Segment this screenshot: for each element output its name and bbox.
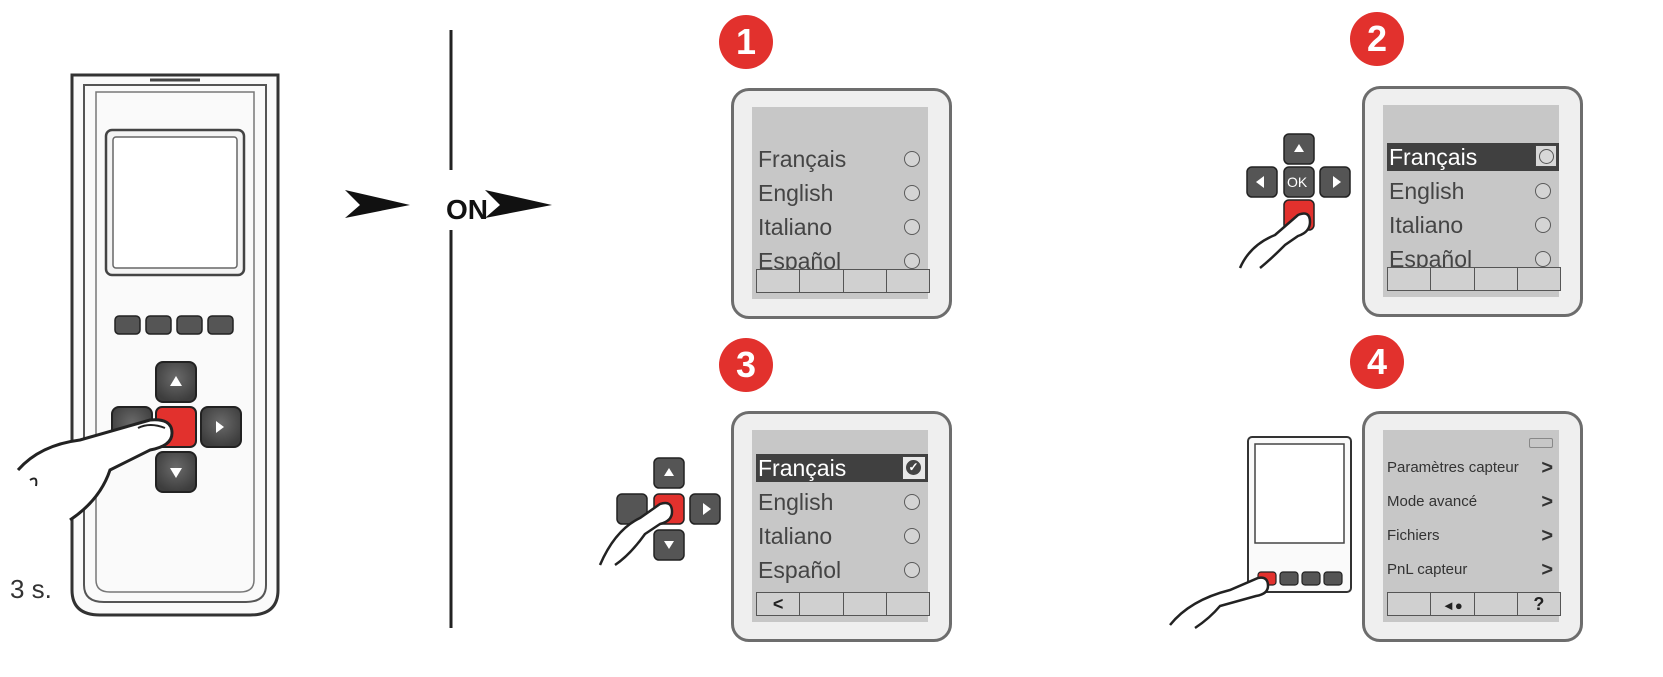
softkey-4[interactable] (887, 593, 929, 615)
chevron-right-icon: > (1541, 525, 1553, 547)
duration-label: 3 s. (10, 574, 52, 604)
softkey-4[interactable] (887, 270, 929, 292)
softkey-bar: ◄● ? (1387, 592, 1561, 616)
softkey-3[interactable] (1475, 593, 1518, 615)
menu-item-sensor-settings[interactable]: Paramètres capteur > (1387, 454, 1559, 482)
softkey-2[interactable] (800, 270, 844, 292)
step4-mini-device (1169, 436, 1352, 630)
language-label: Français (758, 146, 847, 172)
menu-item-label: Fichiers (1387, 527, 1440, 544)
radio-icon (1535, 145, 1557, 167)
radio-icon (904, 151, 920, 167)
screen-step-1: Français English Italiano Español (731, 88, 952, 319)
step-badge-3: 3 (719, 338, 773, 392)
radio-icon (904, 562, 920, 578)
chevron-right-icon: > (1541, 491, 1553, 513)
radio-icon (904, 528, 920, 544)
menu-item-label: Mode avancé (1387, 493, 1478, 510)
step-badge-4: 4 (1350, 335, 1404, 389)
language-option-english[interactable]: English (756, 488, 928, 516)
step2-keypad (1238, 133, 1351, 269)
step-badge-1: 1 (719, 15, 773, 69)
language-label: Español (758, 557, 842, 583)
ok-key-label: OK (1287, 174, 1308, 190)
menu-item-pnl-sensor[interactable]: PnL capteur > (1387, 556, 1559, 584)
screen-lcd: Français English Italiano Español (1383, 105, 1561, 297)
handheld-device (16, 73, 280, 617)
softkey-3[interactable] (1475, 268, 1518, 290)
step-badge-2: 2 (1350, 12, 1404, 66)
screen-step-3: Français ✓ English Italiano Español < (731, 411, 952, 642)
language-label: English (1389, 178, 1465, 204)
chevron-right-icon: > (1541, 457, 1553, 479)
language-option-italiano[interactable]: Italiano (1387, 211, 1559, 239)
language-option-english[interactable]: English (756, 179, 928, 207)
softkey-4[interactable] (1518, 268, 1560, 290)
softkey-2[interactable] (1431, 268, 1475, 290)
softkey-1[interactable] (757, 270, 801, 292)
radio-icon (904, 494, 920, 510)
language-option-italiano[interactable]: Italiano (756, 213, 928, 241)
language-label: Italiano (1389, 212, 1464, 238)
softkey-3[interactable] (844, 270, 887, 292)
softkey-sensor[interactable]: ◄● (1431, 593, 1475, 615)
language-label: English (758, 180, 834, 206)
menu-item-label: Paramètres capteur (1387, 459, 1519, 476)
device-dpad (111, 361, 242, 493)
softkey-3[interactable] (844, 593, 887, 615)
language-option-francais[interactable]: Français (756, 145, 928, 173)
softkey-1[interactable] (1388, 593, 1432, 615)
radio-icon (904, 219, 920, 235)
language-option-francais[interactable]: Français ✓ (756, 454, 928, 482)
checked-radio-icon: ✓ (902, 456, 926, 480)
device-softkeys (114, 315, 234, 335)
softkey-back[interactable]: < (757, 593, 801, 615)
softkey-bar (1387, 267, 1561, 291)
screen-lcd: Paramètres capteur > Mode avancé > Fichier… (1383, 430, 1561, 622)
radio-icon (904, 185, 920, 201)
menu-item-files[interactable]: Fichiers > (1387, 522, 1559, 550)
screen-lcd: Français English Italiano Español (752, 107, 930, 299)
radio-icon (1535, 251, 1551, 267)
language-option-italiano[interactable]: Italiano (756, 522, 928, 550)
sensor-icon: ◄● (1442, 598, 1463, 613)
menu-item-advanced-mode[interactable]: Mode avancé > (1387, 488, 1559, 516)
screen-step-4: Paramètres capteur > Mode avancé > Fichier… (1362, 411, 1583, 642)
softkey-help[interactable]: ? (1533, 594, 1545, 614)
arrow-right-icon (485, 190, 552, 218)
chevron-right-icon: > (1541, 559, 1553, 581)
language-label: English (758, 489, 834, 515)
language-label: Français (758, 455, 847, 481)
language-label: Italiano (758, 523, 833, 549)
softkey-bar: < (756, 592, 930, 616)
step3-keypad (598, 457, 721, 567)
radio-icon (904, 253, 920, 269)
language-option-francais[interactable]: Français (1387, 143, 1559, 171)
language-label: Italiano (758, 214, 833, 240)
radio-icon (1535, 183, 1551, 199)
on-label: ON (446, 194, 488, 225)
pressing-finger (16, 418, 174, 522)
language-label: Français (1389, 144, 1478, 170)
menu-item-label: PnL capteur (1387, 561, 1468, 578)
language-option-english[interactable]: English (1387, 177, 1559, 205)
radio-icon (1535, 217, 1551, 233)
battery-icon (1529, 438, 1553, 448)
softkey-2[interactable] (800, 593, 844, 615)
softkey-1[interactable] (1388, 268, 1432, 290)
arrow-left-icon (345, 190, 410, 218)
screen-lcd: Français ✓ English Italiano Español < (752, 430, 930, 622)
screen-step-2: Français English Italiano Español (1362, 86, 1583, 317)
softkey-bar (756, 269, 930, 293)
language-option-espanol[interactable]: Español (756, 556, 928, 584)
